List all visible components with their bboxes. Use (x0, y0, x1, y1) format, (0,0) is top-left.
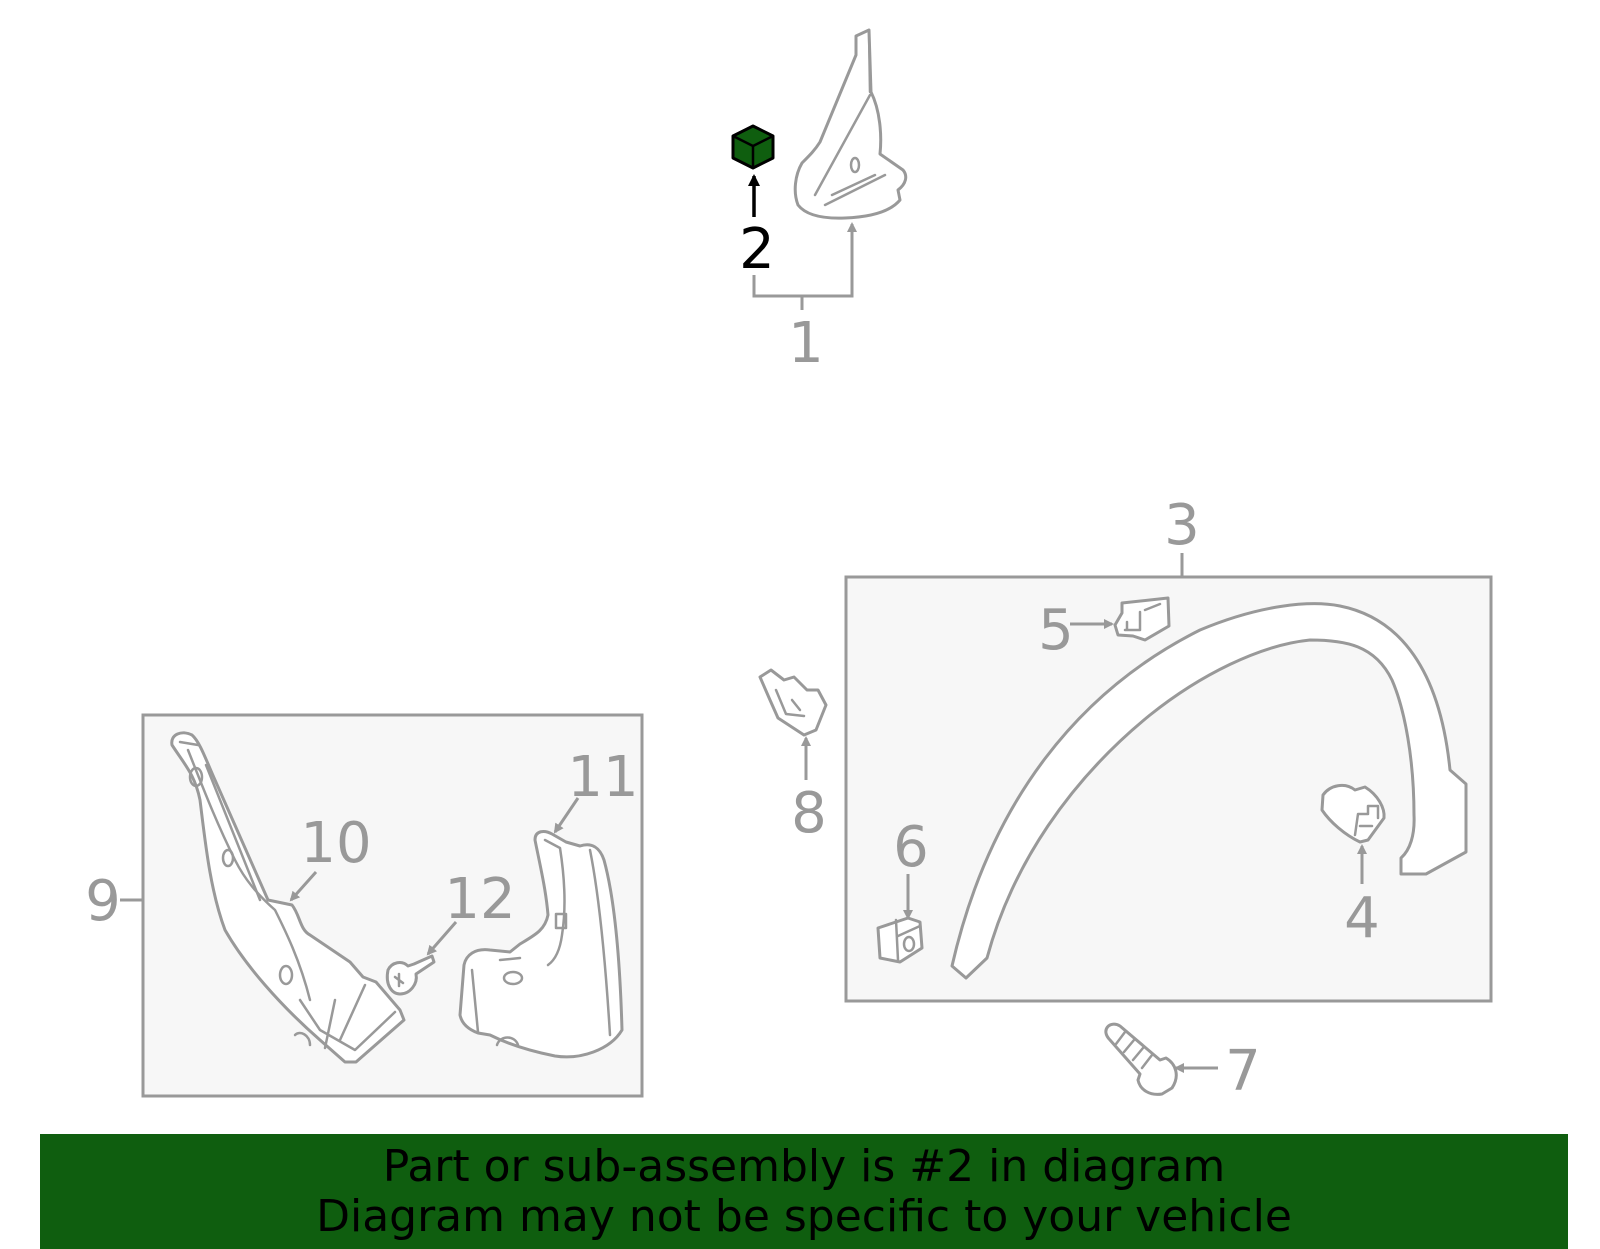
leader-12 (426, 921, 458, 956)
callout-6: 6 (893, 815, 929, 880)
callout-1: 1 (788, 311, 824, 376)
callout-8: 8 (791, 781, 827, 846)
part-6-clip[interactable] (876, 916, 924, 964)
banner-line-2: Diagram may not be specific to your vehi… (316, 1191, 1292, 1242)
banner-line-1: Part or sub-assembly is #2 in diagram (382, 1141, 1226, 1192)
part-1-mirror-cover[interactable] (793, 28, 908, 220)
part-11-mud-flap[interactable] (458, 830, 624, 1059)
callout-3: 3 (1164, 493, 1200, 558)
callout-9: 9 (85, 869, 121, 934)
leader-10 (289, 871, 318, 902)
callout-2: 2 (739, 217, 775, 282)
callout-4: 4 (1344, 886, 1380, 951)
callout-11: 11 (567, 745, 638, 810)
callout-5: 5 (1038, 598, 1074, 663)
callout-12: 12 (444, 867, 515, 932)
info-banner: Part or sub-assembly is #2 in diagram Di… (40, 1134, 1568, 1249)
callout-10: 10 (300, 811, 371, 876)
leader-11 (553, 797, 580, 834)
part-10-mud-flap[interactable] (170, 731, 406, 1064)
part-4-clip[interactable] (1320, 783, 1386, 844)
part-8-clip[interactable] (758, 668, 828, 737)
part-12-screw[interactable] (385, 954, 436, 996)
part-2-clip-highlighted[interactable] (731, 124, 775, 170)
part-5-clip[interactable] (1113, 596, 1171, 642)
callout-7: 7 (1225, 1039, 1261, 1104)
part-7-bolt[interactable] (1104, 1022, 1178, 1096)
part-3-wheel-arch-molding[interactable] (950, 602, 1468, 980)
